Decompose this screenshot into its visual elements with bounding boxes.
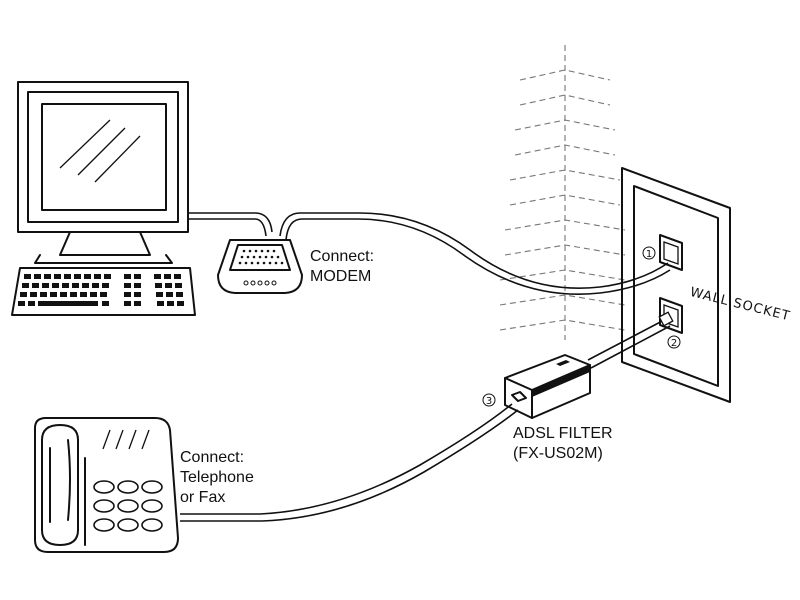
telephone-label-line-3: or Fax	[180, 489, 226, 506]
adsl-filter-icon	[504, 354, 591, 419]
telephone-icon	[34, 417, 179, 553]
socket-filter-cable	[587, 311, 674, 369]
filter-phone-cable	[180, 403, 519, 522]
computer-monitor-icon	[17, 81, 189, 264]
filter-label-line-1: ADSL FILTER	[513, 425, 613, 442]
filter-label: ADSL FILTER (FX-US02M)	[513, 424, 613, 464]
svg-text:1: 1	[646, 249, 652, 260]
keyboard-icon	[11, 267, 196, 316]
modem-label-line-2: MODEM	[310, 268, 372, 285]
svg-text:2: 2	[671, 338, 677, 349]
telephone-label: Connect: Telephone or Fax	[180, 448, 254, 508]
wall-pattern	[499, 45, 626, 340]
telephone-label-line-1: Connect:	[180, 449, 245, 466]
port-marker-1: 1	[642, 246, 656, 260]
wall-socket-icon	[621, 167, 731, 403]
modem-label-line-1: Connect:	[310, 248, 375, 265]
computer-modem-cable	[188, 212, 273, 237]
modem-icon	[217, 239, 303, 294]
modem-label: Connect: MODEM	[310, 247, 374, 287]
telephone-label-line-2: Telephone	[180, 469, 254, 486]
modem-socket-cable	[279, 212, 671, 296]
svg-text:3: 3	[486, 396, 492, 407]
port-marker-2: 2	[667, 335, 681, 349]
filter-label-line-2: (FX-US02M)	[513, 445, 603, 462]
port-marker-3: 3	[482, 393, 496, 407]
